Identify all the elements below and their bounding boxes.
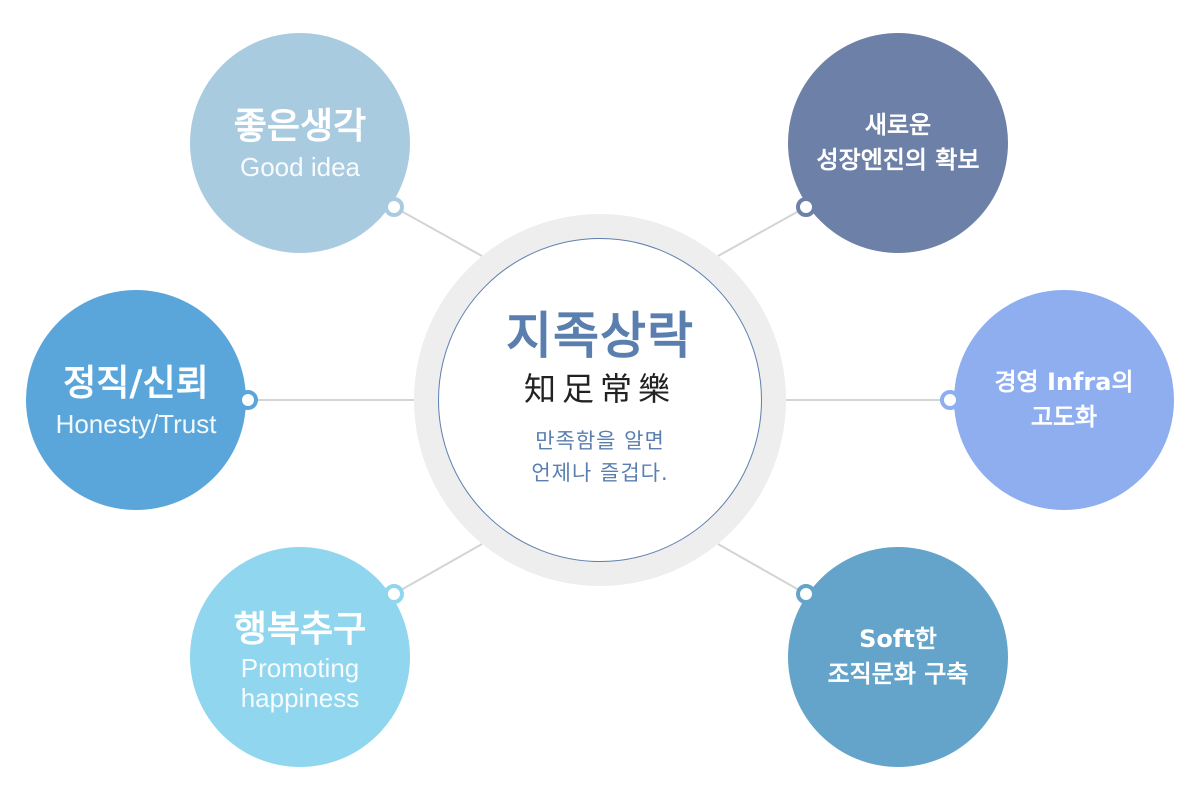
node-text: 고도화 [1030,403,1098,431]
node-text: 경영 Infra의 [994,368,1134,397]
center-description-line: 만족함을 알면 [535,429,665,454]
center-description-line: 언제나 즐겁다. [531,460,669,485]
node-subtitle: Good idea [240,151,360,182]
node-title: 정직/신뢰 [63,362,209,404]
connector-culture [717,543,807,595]
node-happiness: 행복추구 Promoting happiness [190,547,410,767]
node-title: 행복추구 [233,608,367,650]
connector-good-idea [393,206,483,257]
connector-dot [384,197,404,217]
node-text: 조직문화 구축 [827,660,969,688]
connector-dot [940,390,960,410]
node-text: 성장엔진의 확보 [816,146,980,174]
connector-growth [717,206,807,257]
connector-dot [796,197,816,217]
node-subtitle: happiness [240,682,360,713]
node-honesty: 정직/신뢰 Honesty/Trust [26,290,246,510]
connector-dot [384,584,404,604]
center-circle: 지족상락 知足常樂 만족함을 알면 언제나 즐겁다. [438,238,762,562]
node-text: 새로운 [864,111,932,140]
node-subtitle: Promoting [240,652,360,683]
node-good-idea: 좋은생각 Good idea [190,33,410,253]
node-infra: 경영 Infra의 고도화 [954,290,1174,510]
node-subtitle: Honesty/Trust [55,408,217,439]
connector-dot [238,390,258,410]
connector-happiness [393,543,483,595]
connector-dot [796,584,816,604]
node-text: Soft한 [859,625,937,654]
center-hanja: 知足常樂 [523,370,676,408]
node-title: 좋은생각 [233,105,367,147]
node-growth: 새로운 성장엔진의 확보 [788,33,1008,253]
center-description: 만족함을 알면 언제나 즐겁다. [531,426,668,489]
center-title: 지족상락 [506,307,694,365]
node-culture: Soft한 조직문화 구축 [788,547,1008,767]
